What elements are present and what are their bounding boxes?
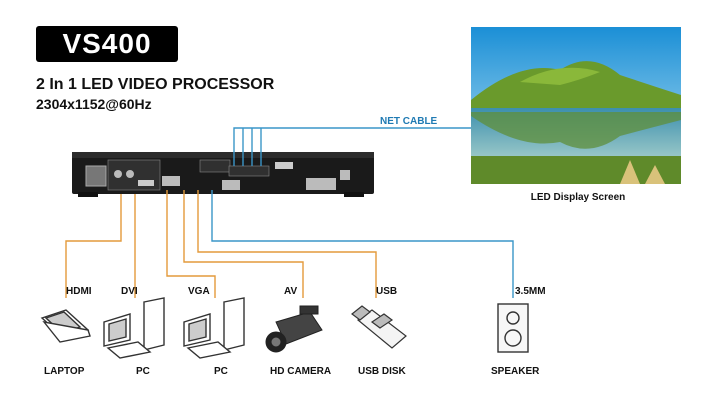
led-display-screen — [471, 27, 681, 184]
video-camera-icon — [265, 305, 323, 353]
device-label-hd-camera: HD CAMERA — [270, 366, 332, 377]
product-resolution: 2304x1152@60Hz — [36, 96, 152, 112]
product-subtitle: 2 In 1 LED VIDEO PROCESSOR — [36, 76, 275, 93]
led-display-label: LED Display Screen — [530, 192, 626, 203]
device-label-pc-dvi: PC — [136, 366, 150, 377]
input-wires — [65, 190, 514, 298]
vs400-device — [72, 152, 374, 197]
port-label-35mm: 3.5MM — [515, 286, 546, 297]
device-label-pc-vga: PC — [214, 366, 228, 377]
port-label-hdmi: HDMI — [66, 286, 92, 297]
port-label-dvi: DVI — [121, 286, 138, 297]
usb-disk-icon — [351, 305, 407, 349]
speaker-icon — [497, 303, 529, 353]
port-label-av: AV — [284, 286, 298, 297]
device-label-laptop: LAPTOP — [44, 366, 85, 377]
device-label-speaker: SPEAKER — [491, 366, 540, 377]
net-cable-wires — [233, 127, 471, 166]
port-label-usb: USB — [376, 286, 398, 297]
model-badge: VS400 — [36, 26, 178, 62]
laptop-icon — [40, 309, 91, 343]
port-label-vga: VGA — [188, 286, 210, 297]
device-label-usb-disk: USB DISK — [358, 366, 406, 377]
net-cable-label: NET CABLE — [380, 116, 438, 127]
desktop-pc-icon — [183, 297, 245, 359]
desktop-pc-icon — [103, 297, 165, 359]
